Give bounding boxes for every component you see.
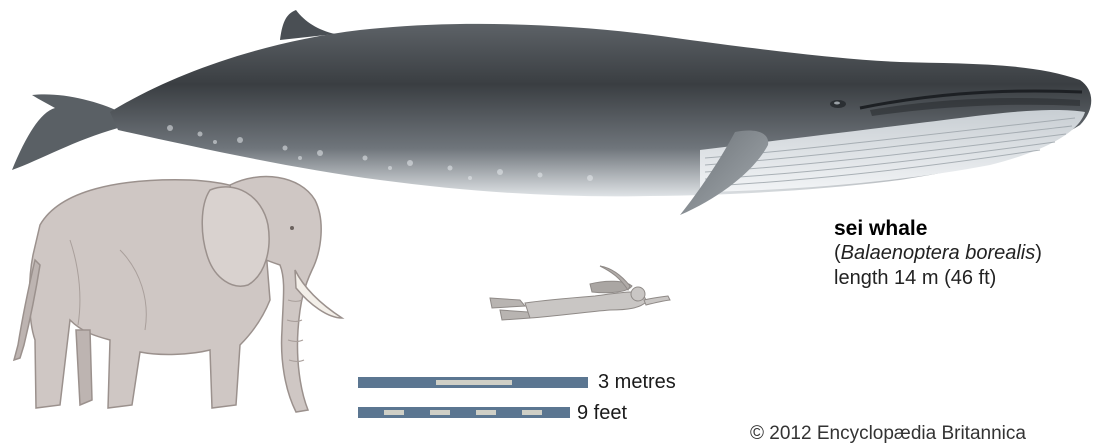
- size-comparison-illustration: 3 metres 9 feet sei whale (Balaenoptera …: [0, 0, 1097, 432]
- species-scientific-name-line: (Balaenoptera borealis): [834, 241, 1042, 266]
- scale-bar-imperial: [358, 407, 570, 418]
- diver-arm: [644, 296, 670, 305]
- scale-bar-imperial-segment: [430, 410, 450, 415]
- scale-label-imperial: 9 feet: [577, 403, 627, 423]
- diver-head: [631, 287, 645, 301]
- scale-bar-imperial-segment: [476, 410, 496, 415]
- paren-open: (: [834, 242, 841, 264]
- scuba-diver-figure: [490, 266, 670, 320]
- elephant-figure: [14, 177, 342, 412]
- species-common-name: sei whale: [834, 216, 1042, 241]
- species-caption: sei whale (Balaenoptera borealis) length…: [834, 216, 1042, 291]
- paren-close: ): [1035, 242, 1042, 264]
- diver-body: [525, 292, 646, 318]
- copyright-notice: © 2012 Encyclopædia Britannica: [750, 423, 1026, 445]
- elephant-far-leg: [76, 330, 92, 405]
- scale-label-metric: 3 metres: [598, 372, 676, 392]
- whale-eye-highlight: [834, 102, 840, 105]
- scale-bar-imperial-segment: [522, 410, 542, 415]
- scale-bar-metric-segment: [436, 380, 512, 385]
- species-length: length 14 m (46 ft): [834, 266, 1042, 291]
- scale-bar-imperial-segment: [384, 410, 404, 415]
- whale-tail-fluke: [12, 94, 120, 170]
- species-scientific-name: Balaenoptera borealis: [841, 242, 1036, 264]
- diver-fins: [490, 298, 530, 320]
- elephant-eye: [290, 226, 294, 230]
- scale-bar-metric: [358, 377, 588, 388]
